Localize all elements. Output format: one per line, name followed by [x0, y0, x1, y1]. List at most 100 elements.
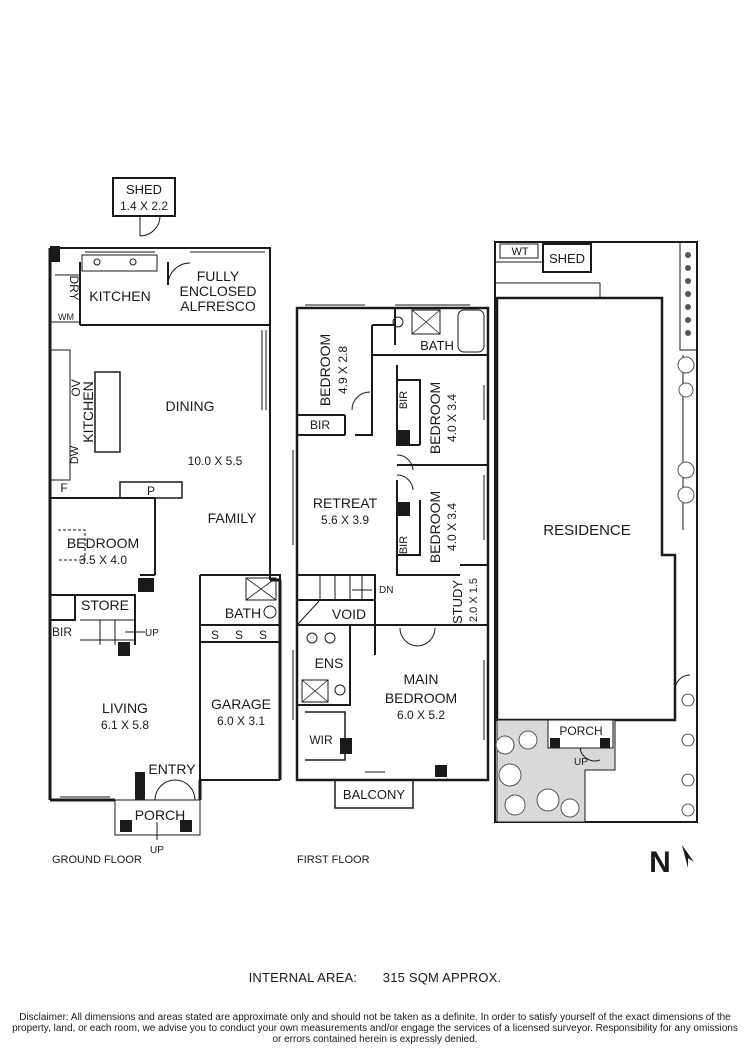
window — [261, 330, 267, 410]
shower-drain — [411, 309, 441, 335]
bedroom-wall — [396, 480, 488, 576]
porch-pillar — [120, 820, 132, 832]
tree-icon — [681, 693, 695, 707]
disclaimer: Disclaimer: All dimensions and areas sta… — [12, 1012, 738, 1045]
tree-icon — [677, 356, 695, 374]
stairs-up-label: UP — [145, 628, 159, 639]
alfresco-label-1: FULLY — [197, 268, 240, 284]
storage-label: S — [259, 628, 267, 642]
main-bedroom-dims: 6.0 X 5.2 — [397, 708, 445, 722]
pantry-label: P — [147, 484, 155, 498]
family-label: FAMILY — [208, 510, 257, 526]
tree-icon — [681, 803, 695, 817]
first-floor-labels: BEDROOM 4.9 X 2.8 BIR BATH BIR BEDROOM 4… — [297, 334, 480, 866]
kitchen-island — [94, 371, 121, 453]
study-label: STUDY — [450, 580, 465, 624]
shower-drain — [301, 679, 329, 703]
stairs-down-label: DN — [379, 585, 393, 596]
bir2-label: BIR — [398, 391, 410, 409]
site-fence — [495, 261, 601, 298]
wm-label: WM — [58, 312, 74, 322]
door-swing — [399, 627, 436, 647]
garage-dims: 6.0 X 3.1 — [217, 714, 265, 728]
kitchen-side-label: KITCHEN — [80, 381, 96, 442]
shed-outline — [112, 177, 176, 217]
wall-pillar — [398, 430, 410, 444]
main-bedroom-wall — [297, 624, 488, 706]
tree-icon — [681, 773, 695, 787]
ground-floor-plan — [48, 177, 282, 840]
storage-label: S — [211, 628, 219, 642]
alfresco-label-3: ALFRESCO — [180, 298, 256, 314]
bir1-label: BIR — [310, 418, 330, 432]
tree-icon — [536, 788, 560, 812]
site-shed-label: SHED — [549, 251, 585, 266]
tree-icon — [498, 763, 522, 787]
ensuite-label: ENS — [315, 655, 344, 671]
bedroom3-label: BEDROOM — [427, 491, 443, 563]
interior-wall-thin — [50, 274, 80, 323]
wall-pillar — [435, 765, 447, 777]
tree-icon — [677, 486, 695, 504]
tree-icon — [504, 794, 526, 816]
garage-label: GARAGE — [211, 696, 271, 712]
sink-icon — [93, 258, 101, 266]
basin-icon — [306, 632, 318, 644]
wall-pillar — [340, 738, 352, 754]
ground-floor-title: GROUND FLOOR — [52, 854, 142, 866]
bed-outline — [58, 529, 86, 561]
retreat-label: RETREAT — [313, 495, 378, 511]
door-swing — [351, 391, 371, 411]
bedroom-dims: 3.5 X 4.0 — [79, 553, 127, 567]
north-label: N — [649, 846, 671, 879]
shed-dims: 1.4 X 2.2 — [120, 199, 168, 213]
wall-pillar — [118, 642, 130, 656]
toilet-icon — [334, 684, 346, 696]
north-arrow-icon — [682, 845, 694, 868]
cooktop-icon — [129, 258, 137, 266]
stairs — [80, 619, 135, 645]
entry-label: ENTRY — [148, 761, 196, 777]
water-tank-label: WT — [511, 246, 528, 258]
main-bedroom-label-2: BEDROOM — [385, 690, 457, 706]
entry-doors — [154, 779, 196, 801]
shower — [301, 679, 329, 703]
tree-icon — [681, 733, 695, 747]
porch-step — [579, 747, 601, 762]
balcony-outline — [334, 779, 414, 809]
toilet-icon — [392, 316, 404, 328]
shower-drain — [245, 577, 277, 601]
retreat-dims: 5.6 X 3.9 — [321, 513, 369, 527]
door-swing — [396, 454, 414, 471]
bedroom-wall — [50, 497, 156, 576]
porch-up-label: UP — [150, 845, 164, 856]
shed-label: SHED — [126, 182, 162, 197]
internal-area-label: INTERNAL AREA: — [248, 970, 358, 985]
internal-area: INTERNAL AREA: 315 SQM APPROX. — [0, 970, 750, 985]
trees — [495, 356, 695, 818]
first-floor-plan — [292, 304, 490, 809]
site-boundary — [494, 241, 698, 823]
shed-door — [139, 215, 161, 237]
bedroom2-dims: 4.0 X 3.4 — [445, 394, 459, 442]
site-plan — [494, 241, 698, 823]
store-wall — [50, 594, 136, 645]
water-tank — [499, 243, 539, 259]
ground-outer-wall — [48, 248, 282, 802]
wir-label: WIR — [309, 733, 333, 747]
bedroom-label: BEDROOM — [67, 535, 139, 551]
porch-pillar — [180, 820, 192, 832]
tree-icon — [518, 730, 538, 750]
bir-label: BIR — [52, 625, 72, 639]
dry-label: DRY — [67, 275, 81, 300]
wall-pillar — [135, 772, 145, 800]
ground-outer-wall-top — [50, 247, 271, 580]
kitchen-label: KITCHEN — [89, 288, 150, 304]
bedroom3-dims: 4.0 X 3.4 — [445, 503, 459, 551]
toilet-icon — [263, 605, 277, 619]
store-label: STORE — [81, 597, 129, 613]
study-dims: 2.0 X 1.5 — [468, 578, 480, 622]
basin-icon — [324, 632, 336, 644]
tree-icon — [677, 461, 695, 479]
wir-wall — [305, 711, 346, 761]
